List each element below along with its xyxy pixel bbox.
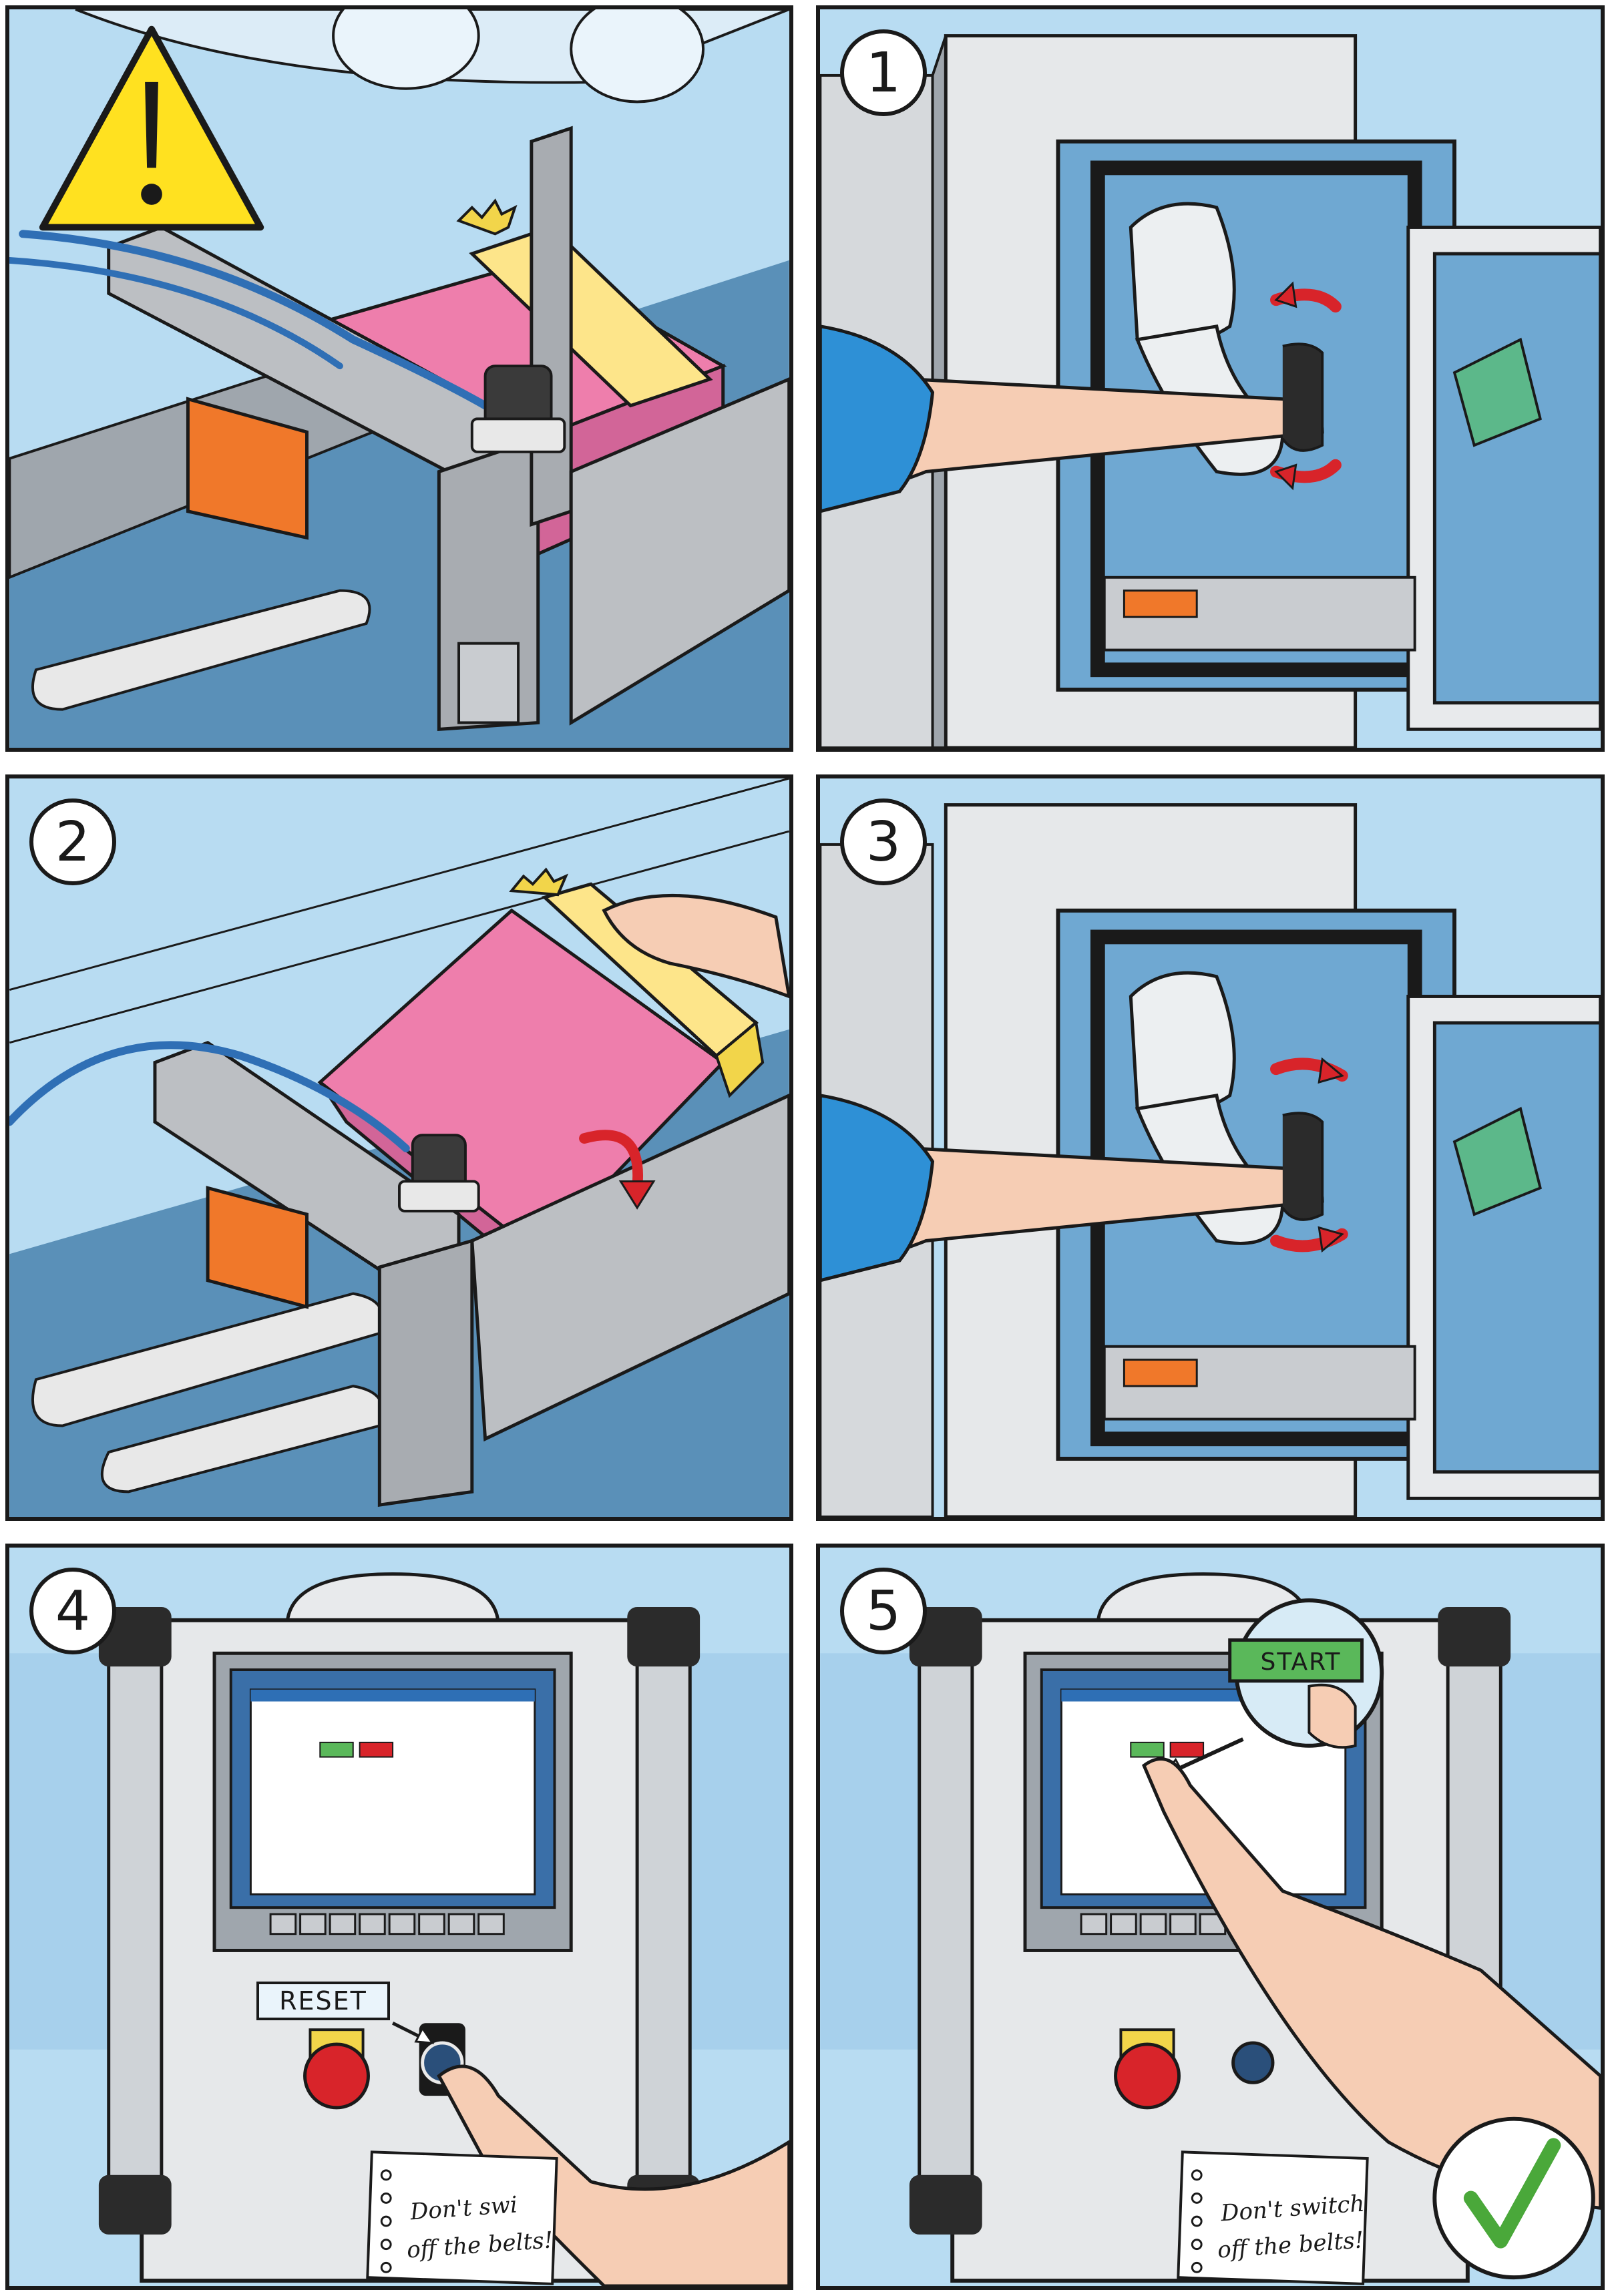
machine-door-open-scene [820, 9, 1601, 748]
panel-warning [5, 5, 793, 752]
control-panel-start-scene [820, 1548, 1601, 2286]
panel-step-3-close-door: 3 [816, 774, 1605, 1521]
rotate-arrow-icon [579, 1130, 656, 1210]
step-number-badge: 4 [29, 1568, 116, 1654]
control-panel-reset-scene [9, 1548, 789, 2286]
step-number-badge: 1 [840, 29, 927, 116]
panel-step-4-reset: RESET off the belts! Don't switch 4 [5, 1544, 793, 2290]
step-number-badge: 2 [29, 798, 116, 885]
step-number-badge: 5 [840, 1568, 927, 1654]
rotate-arrow-icon [1270, 281, 1342, 491]
checkmark-icon [1432, 2116, 1595, 2280]
reset-callout-label: RESET [256, 1982, 390, 2020]
warning-triangle-icon [39, 25, 264, 231]
panel-step-1-open-door: 1 [816, 5, 1605, 752]
panel-step-2-fix-box: 2 [5, 774, 793, 1521]
jammed-box-scene [9, 9, 789, 748]
start-callout-label: START [1260, 1648, 1342, 1676]
step-number-badge: 3 [840, 798, 927, 885]
panel-step-5-start: START Don't switch off the belts! 5 [816, 1544, 1605, 2290]
fix-box-scene [9, 778, 789, 1517]
rotate-arrow-icon [1270, 1057, 1348, 1253]
machine-door-close-scene [820, 778, 1601, 1517]
